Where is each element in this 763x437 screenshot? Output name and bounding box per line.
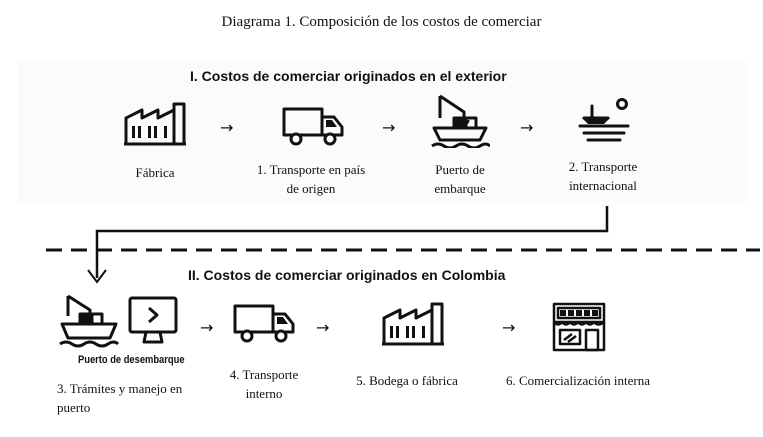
factory-icon bbox=[122, 98, 188, 146]
step-label-intl-transport: 2. Transporte internacional bbox=[568, 159, 638, 193]
step-label-factory: Fábrica bbox=[135, 165, 175, 180]
flow-arrow: → bbox=[382, 118, 396, 137]
step-label-internal-transport: 4. Transporte interno bbox=[229, 367, 299, 401]
diagram-title: Diagrama 1. Composición de los costos de… bbox=[221, 14, 542, 30]
flow-arrow: → bbox=[220, 118, 234, 137]
port-caption: Puerto de desembarque bbox=[78, 354, 185, 366]
flow-arrow: → bbox=[520, 118, 534, 137]
step-label-port-handling: 3. Trámites y manejo en puerto bbox=[57, 381, 183, 415]
flow-arrow: → bbox=[502, 318, 516, 337]
warehouse-icon bbox=[380, 298, 446, 346]
store-icon bbox=[550, 298, 608, 352]
ship-crane-icon bbox=[430, 92, 490, 148]
port-customs-icon bbox=[58, 292, 184, 348]
truck-icon bbox=[282, 105, 346, 147]
step-label-port-embark: Puerto de embarque bbox=[434, 162, 486, 196]
flow-arrow: → bbox=[316, 318, 330, 337]
sea-transport-icon bbox=[574, 96, 634, 142]
section1-heading: I. Costos de comerciar originados en el … bbox=[190, 68, 507, 84]
flow-arrow: → bbox=[200, 318, 214, 337]
step-label-warehouse: 5. Bodega o fábrica bbox=[356, 373, 458, 388]
truck-icon bbox=[233, 302, 297, 344]
section2-heading: II. Costos de comerciar originados en Co… bbox=[188, 267, 506, 283]
step-label-transport-origin: 1. Transporte en país de origen bbox=[256, 162, 366, 196]
step-label-commercialization: 6. Comercialización interna bbox=[505, 373, 651, 388]
